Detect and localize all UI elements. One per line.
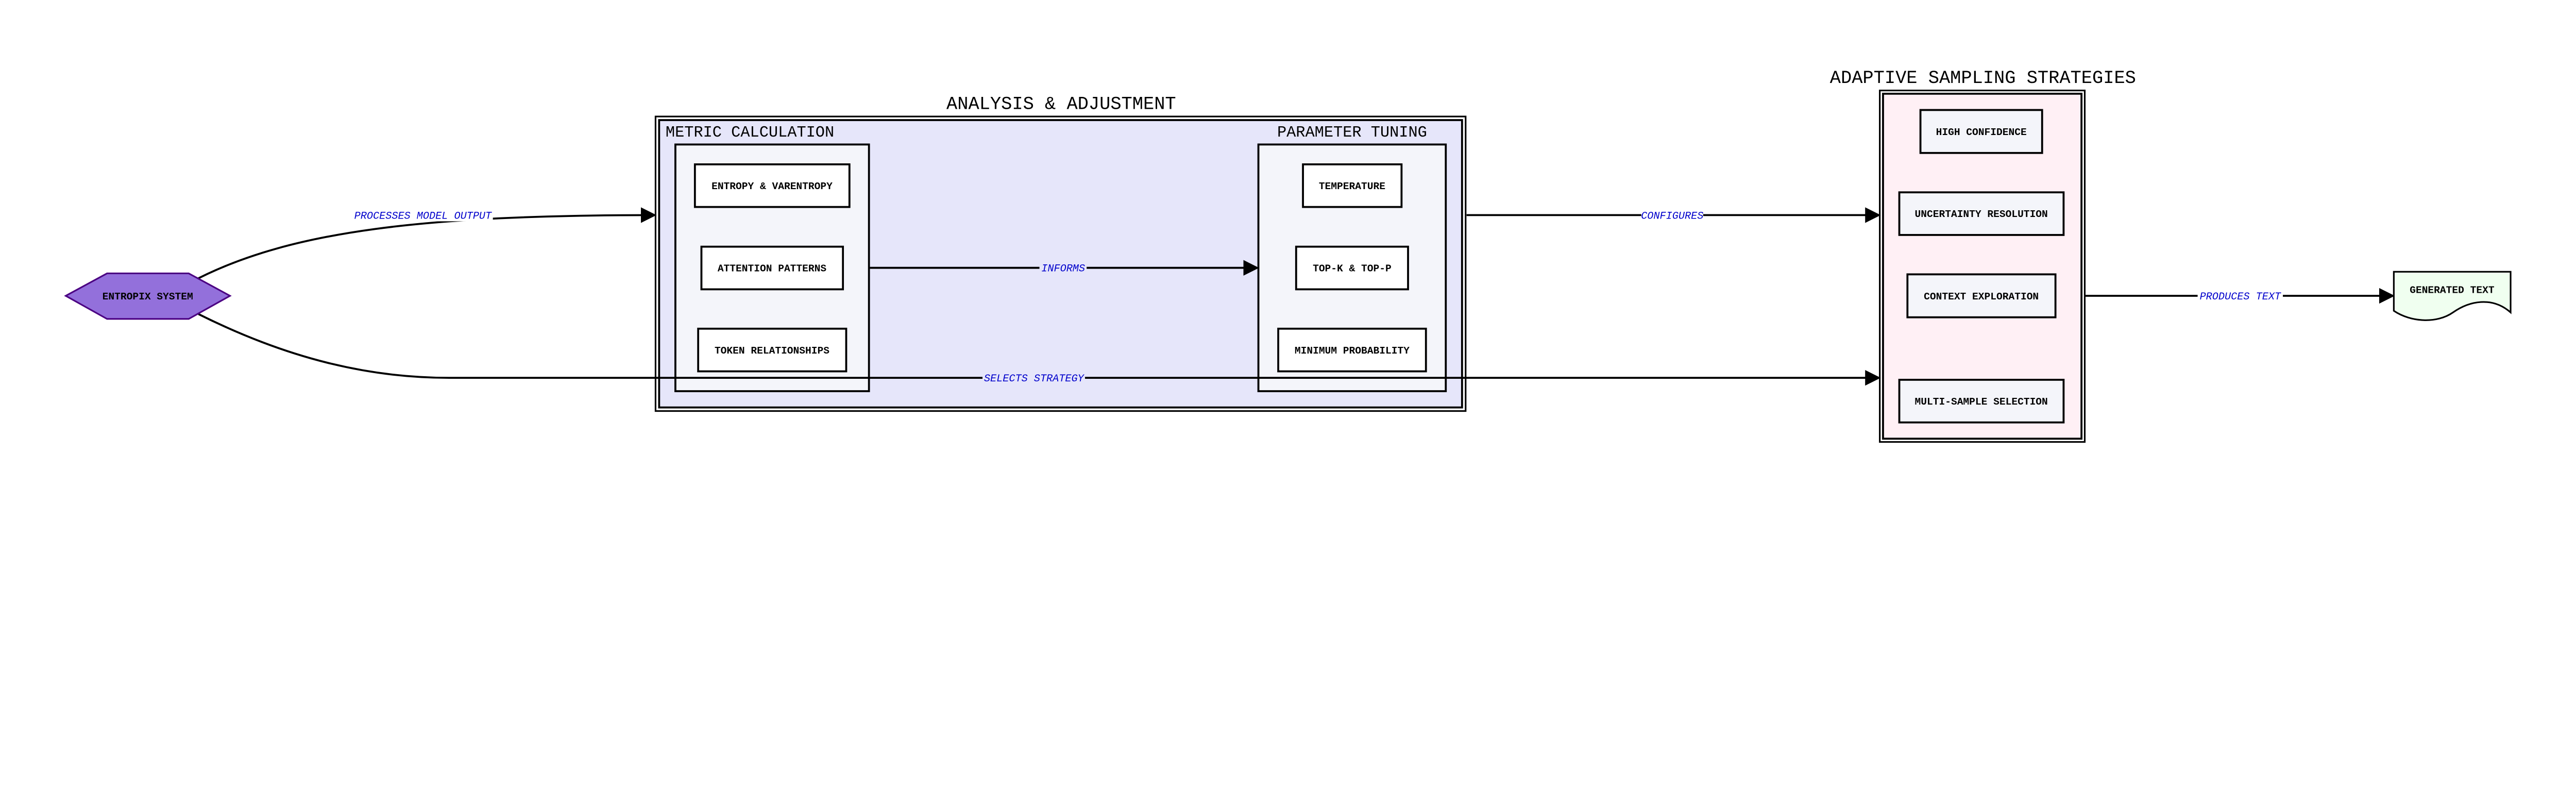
node-temperature[interactable]: TEMPERATURE [1302,163,1403,208]
node-label: ENTROPY & VARENTROPY [711,181,833,192]
edge-label: INFORMS [1041,263,1085,275]
node-label: CONTEXT EXPLORATION [1924,291,2039,303]
parameter-tuning-title: PARAMETER TUNING [1277,124,1427,142]
strategies-group: ADAPTIVE SAMPLING STRATEGIES HIGH CONFID… [1830,68,2136,443]
edge-label: PRODUCES TEXT [2200,291,2281,303]
metric-calculation-group: METRIC CALCULATION ENTROPY & VARENTROPY … [666,124,870,392]
node-generated-text[interactable]: GENERATED TEXT [2393,271,2512,321]
node-entropy-varentropy[interactable]: ENTROPY & VARENTROPY [693,163,851,208]
edge-configures: CONFIGURES [1466,207,1881,223]
node-label: HIGH CONFIDENCE [1936,127,2027,138]
edge-label: SELECTS STRATEGY [984,373,1085,385]
node-multi-sample-selection[interactable]: MULTI-SAMPLE SELECTION [1898,379,2065,424]
node-high-confidence[interactable]: HIGH CONFIDENCE [1919,109,2043,154]
node-minimum-probability[interactable]: MINIMUM PROBABILITY [1277,327,1427,373]
analysis-group: ANALYSIS & ADJUSTMENT METRIC CALCULATION… [654,94,1467,412]
node-label: TEMPERATURE [1319,181,1385,192]
node-label: TOP-K & TOP-P [1313,263,1392,275]
node-label: MULTI-SAMPLE SELECTION [1915,396,2048,408]
edge-label: CONFIGURES [1641,210,1703,222]
flow-diagram: ANALYSIS & ADJUSTMENT METRIC CALCULATION… [64,68,2512,443]
node-token-relationships[interactable]: TOKEN RELATIONSHIPS [697,327,848,373]
strategies-title: ADAPTIVE SAMPLING STRATEGIES [1830,68,2136,89]
node-label: GENERATED TEXT [2410,284,2495,296]
node-uncertainty-resolution[interactable]: UNCERTAINTY RESOLUTION [1898,191,2065,236]
edge-processes-model-output: PROCESSES MODEL OUTPUT [198,207,657,279]
node-label: MINIMUM PROBABILITY [1295,345,1410,357]
parameter-tuning-group: PARAMETER TUNING TEMPERATURE TOP-K & TOP… [1257,124,1447,392]
node-label: UNCERTAINTY RESOLUTION [1915,209,2048,220]
node-label: ATTENTION PATTERNS [718,263,827,275]
metric-calculation-title: METRIC CALCULATION [666,124,834,142]
node-label: TOKEN RELATIONSHIPS [715,345,829,357]
edge-produces-text: PRODUCES TEXT [2085,288,2395,304]
edge-informs: INFORMS [870,260,1259,276]
edge-selects-strategy: SELECTS STRATEGY [198,313,1881,386]
node-attention-patterns[interactable]: ATTENTION PATTERNS [700,245,844,291]
node-context-exploration[interactable]: CONTEXT EXPLORATION [1906,273,2057,318]
node-top-k-top-p[interactable]: TOP-K & TOP-P [1295,245,1409,291]
node-label: ENTROPIX SYSTEM [103,291,193,303]
analysis-title: ANALYSIS & ADJUSTMENT [946,94,1176,115]
node-entropix-system[interactable]: ENTROPIX SYSTEM [64,272,232,320]
edge-label: PROCESSES MODEL OUTPUT [354,210,492,222]
